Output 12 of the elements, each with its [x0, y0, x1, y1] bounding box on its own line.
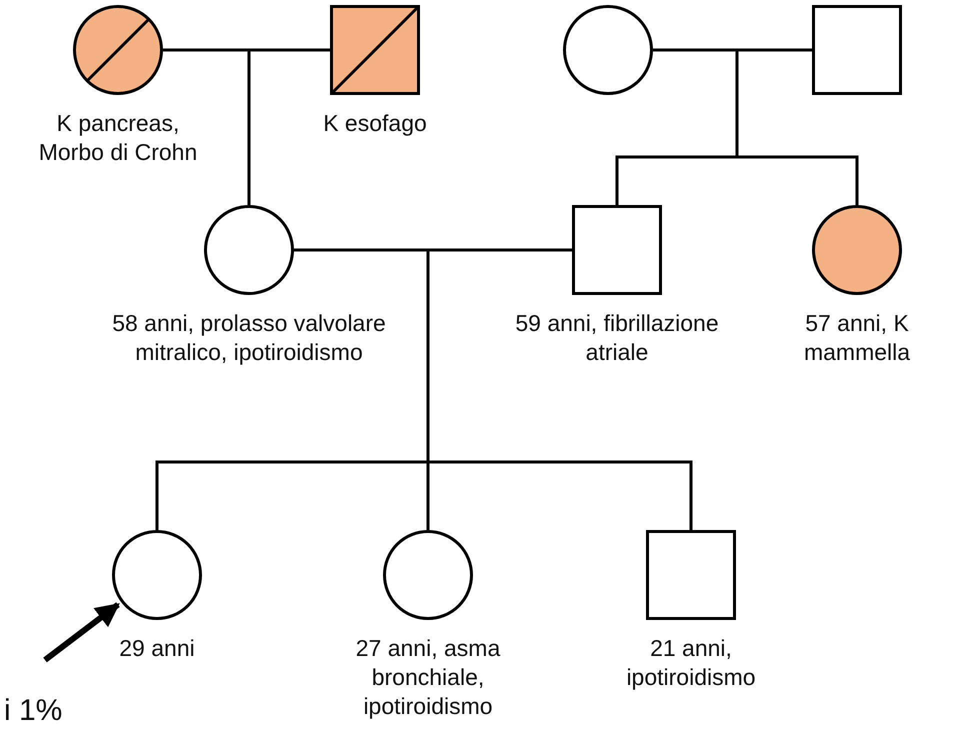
person-caption: K esofago	[322, 109, 428, 138]
descent-line	[736, 48, 858, 205]
person-caption: 29 anni	[118, 634, 196, 663]
person-caption: 57 anni, K mammella	[802, 309, 912, 367]
person-caption: 21 anni, ipotiroidismo	[625, 634, 757, 692]
note-text: i 1%	[4, 694, 62, 728]
person-caption: 59 anni, fibrillazione atriale	[514, 309, 720, 367]
descent-line	[248, 48, 330, 206]
proband-arrow	[43, 602, 120, 662]
person-caption: 27 anni, asma bronchiale, ipotiroidismo	[354, 634, 502, 721]
person-caption: K pancreas, Morbo di Crohn	[38, 109, 198, 167]
person-caption: 58 anni, prolasso valvolare mitralico, ipotiroidismo	[111, 309, 387, 367]
